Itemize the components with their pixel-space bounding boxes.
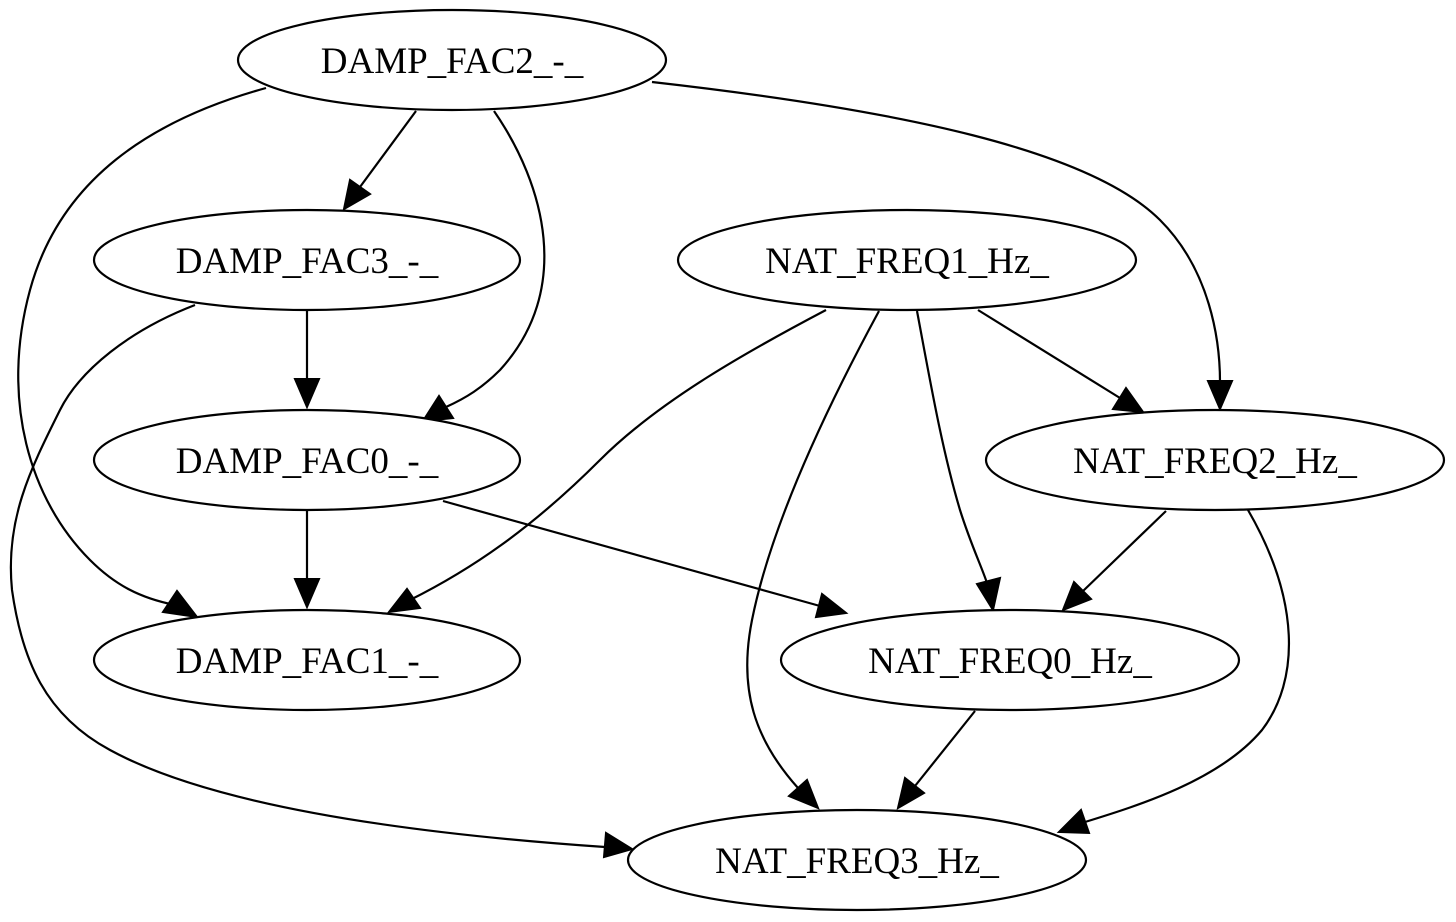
node-ellipse [92,208,522,312]
node-nat-freq0[interactable]: NAT_FREQ0_Hz_ [779,608,1241,712]
edge-line [915,310,989,584]
arrowhead-icon [1056,808,1091,835]
edges-layer [9,80,1290,859]
arrowhead-icon [1206,380,1234,412]
node-damp-fac0[interactable]: DAMP_FAC0_-_ [92,408,522,512]
edge-damp-fac0-to-damp-fac1 [293,511,321,610]
node-label: DAMP_FAC2_-_ [321,41,584,82]
node-damp-fac1[interactable]: DAMP_FAC1_-_ [92,608,522,712]
edge-damp-fac2-to-damp-fac1 [17,86,267,619]
edge-line [9,303,606,849]
node-ellipse [779,608,1241,712]
edge-nat-freq2-to-nat-freq3 [1056,509,1290,835]
edge-nat-freq1-to-damp-fac1 [386,309,827,614]
edge-line [445,110,546,409]
arrowhead-icon [814,592,849,619]
arrowhead-icon [1061,580,1093,612]
node-label: DAMP_FAC1_-_ [176,641,439,682]
node-label: NAT_FREQ1_Hz_ [765,241,1049,282]
edge-nat-freq2-to-nat-freq0 [1061,510,1167,612]
node-ellipse [92,608,522,712]
arrowhead-icon [293,578,321,610]
arrowhead-icon [342,178,372,211]
arrowhead-icon [161,589,200,619]
edge-line [651,80,1222,383]
node-nat-freq2[interactable]: NAT_FREQ2_Hz_ [984,408,1446,512]
node-damp-fac3[interactable]: DAMP_FAC3_-_ [92,208,522,312]
arrowhead-icon [386,587,422,614]
edge-damp-fac2-to-nat-freq2 [651,80,1234,412]
node-damp-fac2[interactable]: DAMP_FAC2_-_ [236,8,668,112]
nodes-layer: DAMP_FAC2_-_ DAMP_FAC3_-_ NAT_FREQ1_Hz_ DAM… [92,8,1446,912]
arrowhead-icon [896,776,926,811]
node-label: NAT_FREQ2_Hz_ [1073,441,1357,482]
edge-nat-freq1-to-nat-freq2 [977,309,1146,414]
edge-damp-fac3-to-nat-freq3 [9,303,635,859]
node-ellipse [92,408,522,512]
edge-line [442,499,821,608]
node-ellipse [984,408,1446,512]
edge-line [746,310,880,789]
node-label: NAT_FREQ3_Hz_ [715,841,999,882]
node-label: NAT_FREQ0_Hz_ [868,641,1152,682]
arrowhead-icon [602,831,635,859]
node-label: DAMP_FAC0_-_ [176,441,439,482]
edge-line [409,309,827,601]
edge-line [977,309,1121,399]
edge-nat-freq1-to-nat-freq0 [915,310,1002,613]
node-nat-freq3[interactable]: NAT_FREQ3_Hz_ [626,808,1088,912]
node-ellipse [236,8,668,112]
arrowhead-icon [1111,386,1146,414]
node-label: DAMP_FAC3_-_ [176,241,439,282]
arrowhead-icon [975,576,1002,613]
node-ellipse [676,208,1138,312]
arrowhead-icon [293,378,321,410]
edge-line [914,710,976,787]
edge-damp-fac2-to-damp-fac3 [342,110,417,211]
arrowhead-icon [421,394,455,423]
node-ellipse [626,808,1088,912]
edge-line [17,86,267,607]
arrowhead-icon [787,778,820,810]
edge-damp-fac0-to-nat-freq0 [442,499,849,619]
edge-damp-fac3-to-damp-fac0 [293,311,321,410]
edge-nat-freq0-to-nat-freq3 [896,710,976,811]
edge-line [1081,510,1167,593]
edge-line [359,110,417,188]
edge-line [1084,509,1290,824]
node-nat-freq1[interactable]: NAT_FREQ1_Hz_ [676,208,1138,312]
edge-nat-freq1-to-nat-freq3 [746,310,880,810]
